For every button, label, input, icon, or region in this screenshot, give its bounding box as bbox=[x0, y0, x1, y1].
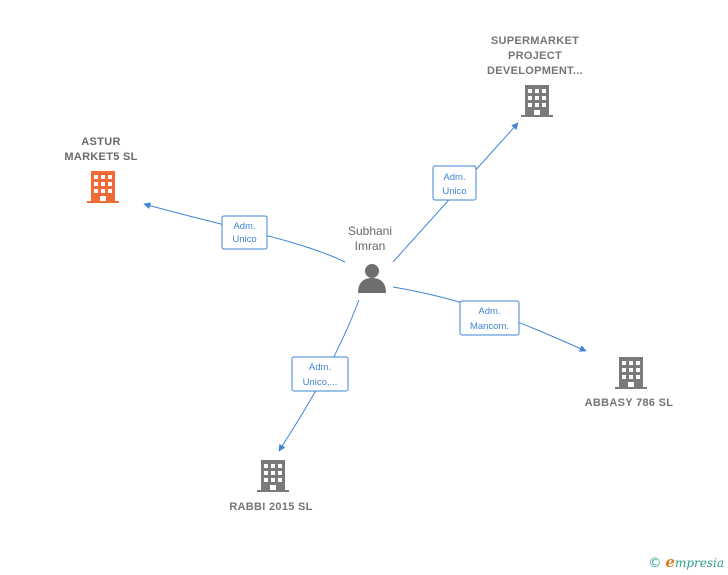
edge-rabbi: Adm. Unico,... bbox=[278, 299, 360, 452]
person-name-first: Subhani bbox=[348, 224, 392, 238]
relation-role-rabbi-2: Unico,... bbox=[303, 377, 338, 388]
building-icon bbox=[615, 357, 647, 389]
person-node[interactable]: Subhani Imran bbox=[348, 224, 392, 293]
copyright-icon: © bbox=[648, 555, 662, 571]
relation-role-supermarket-2: Unico bbox=[442, 186, 466, 197]
company-node-astur[interactable]: ASTUR MARKET5 SL bbox=[64, 136, 137, 203]
relation-role-abbasy-2: Mancom. bbox=[470, 321, 509, 332]
building-icon bbox=[87, 171, 119, 203]
relation-role-astur-2: Unico bbox=[232, 234, 256, 245]
edge-supermarket: Adm. Unico bbox=[392, 122, 519, 263]
relation-role-rabbi-1: Adm. bbox=[309, 362, 331, 373]
relation-role-astur-1: Adm. bbox=[233, 221, 255, 232]
brand-logo-initial: e bbox=[665, 553, 675, 571]
company-name-rabbi: RABBI 2015 SL bbox=[229, 501, 312, 513]
building-icon bbox=[521, 85, 553, 117]
company-name-supermarket-1: SUPERMARKET bbox=[491, 35, 579, 47]
relation-badge-abbasy[interactable] bbox=[459, 300, 520, 336]
relation-badge-supermarket[interactable] bbox=[432, 165, 477, 201]
relation-badge-astur[interactable] bbox=[221, 215, 268, 250]
brand-logo-text: mpresia bbox=[674, 556, 724, 570]
building-icon bbox=[257, 460, 289, 492]
company-name-astur-2: MARKET5 SL bbox=[64, 151, 137, 163]
edge-astur: Adm. Unico bbox=[143, 202, 346, 263]
person-name-last: Imran bbox=[355, 239, 386, 253]
company-name-astur-1: ASTUR bbox=[81, 136, 120, 148]
person-icon bbox=[358, 264, 386, 293]
relation-role-abbasy-1: Adm. bbox=[478, 306, 500, 317]
edge-abbasy: Adm. Mancom. bbox=[392, 286, 587, 352]
company-name-supermarket-2: PROJECT bbox=[508, 50, 562, 62]
company-name-supermarket-3: DEVELOPMENT... bbox=[487, 65, 583, 77]
company-node-supermarket[interactable]: SUPERMARKET PROJECT DEVELOPMENT... bbox=[487, 35, 583, 117]
footer-branding: © empresia bbox=[648, 555, 724, 571]
relation-role-supermarket-1: Adm. bbox=[443, 172, 465, 183]
company-name-abbasy: ABBASY 786 SL bbox=[585, 397, 674, 409]
relation-badge-rabbi[interactable] bbox=[291, 356, 349, 392]
brand-logo[interactable]: empresia bbox=[665, 554, 724, 572]
company-node-rabbi[interactable]: RABBI 2015 SL bbox=[229, 460, 312, 513]
company-node-abbasy[interactable]: ABBASY 786 SL bbox=[585, 357, 674, 409]
